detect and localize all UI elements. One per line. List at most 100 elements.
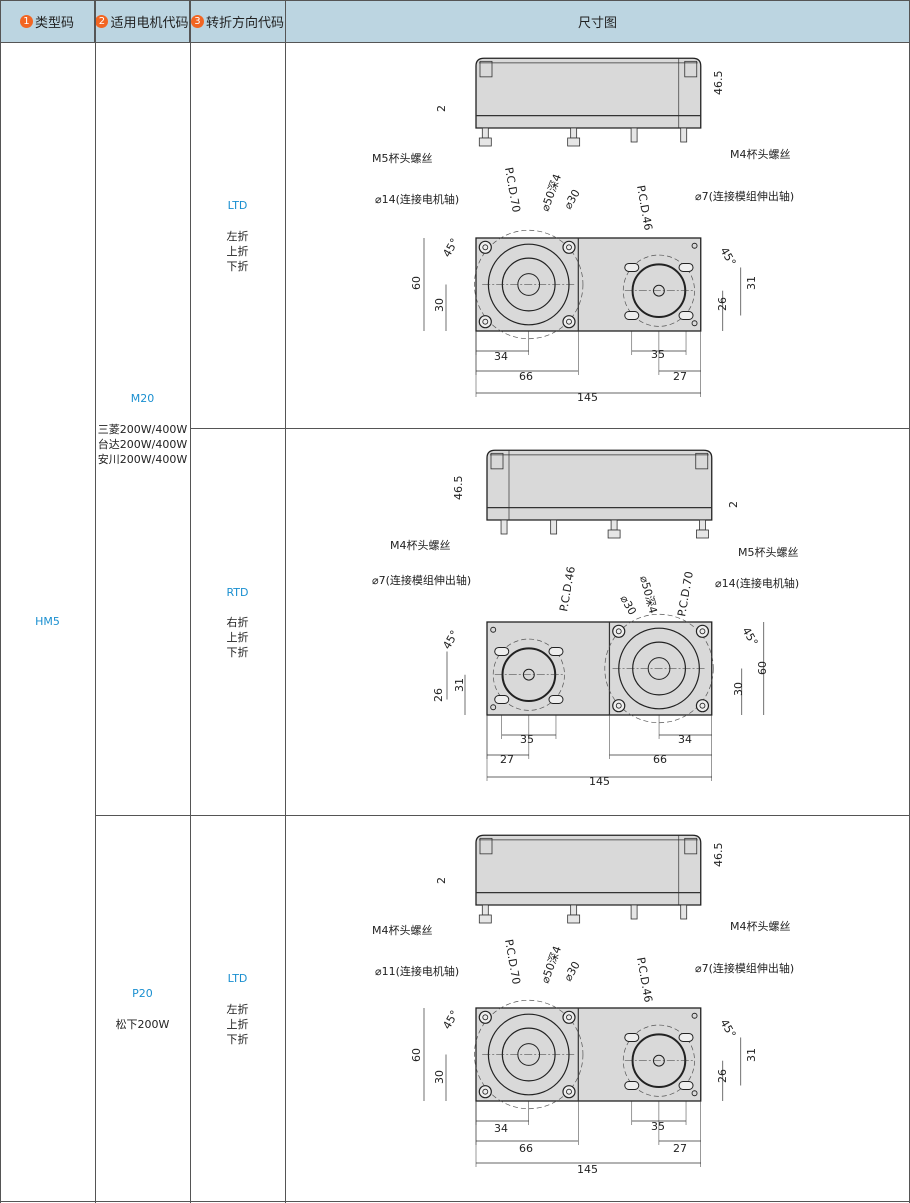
slot-hole — [624, 262, 640, 272]
dimension-label-shaft-motor: ⌀14(连接电机轴) — [715, 576, 799, 590]
dimension-label-shaft-motor: ⌀14(连接电机轴) — [375, 192, 459, 206]
dimension-label-gap: 2 — [727, 501, 740, 508]
corner-bracket — [695, 452, 709, 470]
dimension-label-pcd-module: P.C.D.46 — [557, 565, 578, 612]
screw-head — [567, 137, 581, 147]
dimension-label-d26: 26 — [432, 688, 445, 702]
dimension-label-d31: 31 — [453, 678, 466, 692]
gearbox-side-body — [475, 834, 702, 906]
dimension-label-shaft-module: ⌀7(连接模组伸出轴) — [695, 961, 794, 975]
divider — [190, 428, 910, 429]
screw-shank — [570, 127, 578, 139]
header-label: 尺寸图 — [577, 15, 617, 31]
screw-shank — [570, 904, 578, 916]
bolt-hole-inner — [482, 1014, 489, 1021]
bolt-hole — [478, 1010, 492, 1024]
bolt-hole-inner — [615, 702, 622, 709]
type-code: HM5 — [35, 615, 60, 628]
small-hole — [691, 1090, 698, 1097]
badge-2: 2 — [95, 14, 109, 28]
dimension-label-d35: 35 — [651, 1120, 665, 1133]
pcd46-circle — [622, 254, 695, 327]
dimension-label-angle: 45° — [739, 625, 760, 648]
dimension-label-screw-module: M4杯头螺丝 — [390, 538, 451, 552]
dimension-label-d34: 34 — [494, 350, 508, 363]
badge-3: 3 — [190, 14, 204, 28]
bolt-hole-inner — [699, 702, 706, 709]
dimension-label-d145: 145 — [589, 775, 610, 788]
screw-head — [478, 914, 492, 924]
bolt-hole — [562, 1085, 576, 1099]
motor-code-m20: M20 — [130, 392, 155, 405]
screw-shank — [630, 127, 638, 143]
header-label: 适用电机代码 — [110, 15, 189, 31]
motor-desc-line: 安川200W/400W — [97, 453, 188, 466]
screw-shank — [699, 519, 706, 531]
dimension-label-d60: 60 — [410, 1048, 423, 1062]
slot-hole — [494, 646, 510, 656]
dimension-label-d27: 27 — [673, 370, 687, 383]
direction-code-rtd: RTD — [226, 586, 249, 599]
motor-desc: 三菱200W/400W 台达200W/400W 安川200W/400W — [95, 422, 190, 467]
bolt-hole — [612, 624, 626, 638]
small-hole — [490, 704, 497, 711]
dimension-label-d34: 34 — [678, 733, 692, 746]
screw-shank — [630, 904, 638, 920]
dimension-label-pcd-module: P.C.D.46 — [634, 956, 655, 1003]
divider — [0, 0, 910, 1]
divider — [0, 42, 910, 43]
slot-hole — [494, 695, 510, 704]
screw-head — [478, 137, 492, 147]
small-hole — [490, 626, 497, 633]
motor-desc: 松下200W — [95, 1017, 190, 1032]
direction-desc: 左折 上折 下折 — [190, 229, 285, 274]
screw-shank — [680, 127, 688, 143]
dimension-label-d34: 34 — [494, 1122, 508, 1135]
pcd70-circle — [604, 613, 714, 724]
screw-head — [696, 529, 709, 539]
header-dimension-drawing: 尺寸图 — [286, 0, 910, 42]
direction-desc-line: 下折 — [226, 646, 249, 659]
dimension-label-d31: 31 — [745, 1048, 758, 1062]
divider — [190, 0, 191, 1203]
dimension-label-d27: 27 — [673, 1142, 687, 1155]
screw-shank — [610, 519, 618, 531]
slot-hole — [624, 1032, 640, 1042]
divider — [0, 0, 1, 1203]
slot-hole — [548, 646, 564, 656]
dimension-label-screw-motor: M5杯头螺丝 — [372, 151, 433, 165]
direction-code-ltd: LTD — [227, 199, 248, 212]
dimension-label-d66: 66 — [519, 1142, 533, 1155]
bolt-hole-inner — [566, 1014, 572, 1021]
screw-head — [607, 529, 621, 539]
motor-desc-line: 三菱200W/400W — [97, 423, 188, 436]
bolt-hole-inner — [615, 628, 622, 635]
pcd70-circle — [474, 229, 584, 340]
divider — [95, 815, 910, 816]
dimension-label-d35: 35 — [651, 348, 665, 361]
dimension-label-screw-module: M4杯头螺丝 — [730, 919, 791, 933]
small-hole — [691, 1012, 698, 1019]
slot-hole — [678, 1081, 694, 1090]
slot-hole — [678, 1032, 694, 1042]
direction-desc-line: 左折 — [226, 230, 249, 243]
dimension-label-gap: 2 — [435, 105, 448, 112]
small-hole — [691, 242, 698, 249]
dimension-label-d30: 30 — [433, 298, 446, 312]
dimension-label-pcd-motor: P.C.D.70 — [502, 166, 523, 213]
dimension-label-pcd-module: P.C.D.46 — [634, 184, 655, 231]
dimension-label-d35: 35 — [520, 733, 534, 746]
dimension-label-angle: 45° — [440, 1008, 461, 1031]
direction-desc-line: 上折 — [226, 1018, 249, 1031]
bolt-hole-inner — [482, 244, 489, 251]
pcd46-circle — [492, 638, 565, 711]
gearbox-side-body — [486, 449, 713, 521]
slot-hole — [678, 262, 694, 272]
dimension-label-d145: 145 — [577, 1163, 598, 1176]
dimension-label-height: 46.5 — [712, 71, 725, 96]
dimension-label-d145: 145 — [577, 391, 598, 404]
